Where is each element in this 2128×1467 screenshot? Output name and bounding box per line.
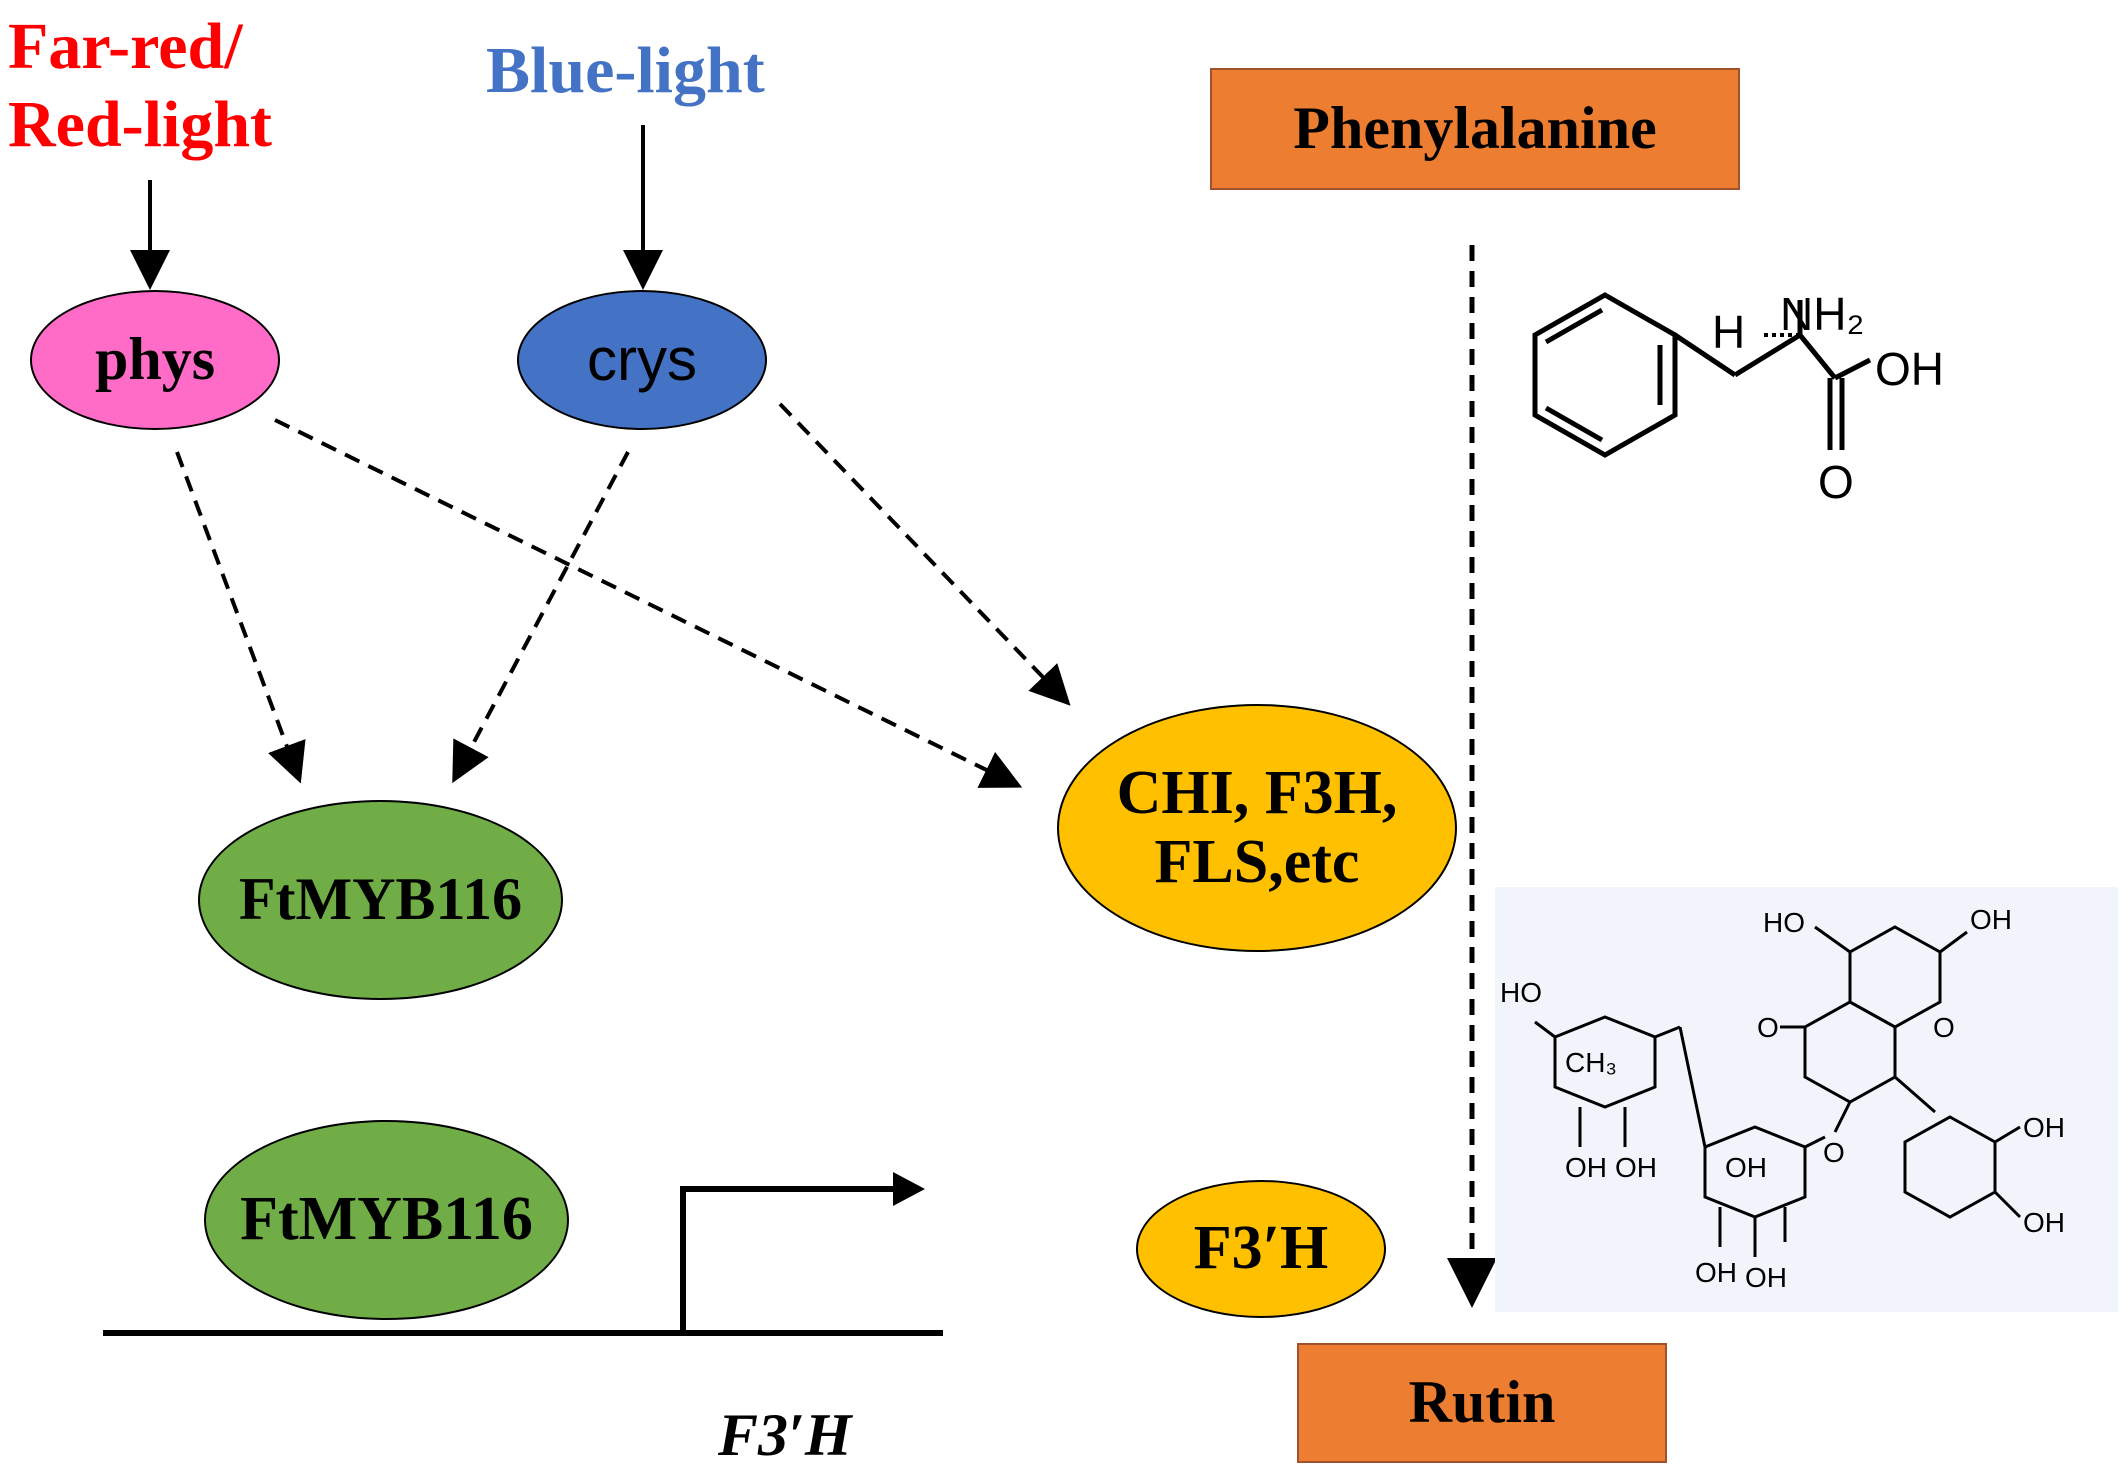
- rutin-box: Rutin: [1297, 1343, 1667, 1463]
- phenylalanine-box: Phenylalanine: [1210, 68, 1740, 190]
- far-red-line2: Red-light: [8, 87, 272, 161]
- f3h-gene-label: F3′H: [718, 1402, 852, 1467]
- crys-to-enzymes-arrow: [778, 402, 1071, 706]
- phe-nh2-text: NH₂: [1780, 288, 1864, 340]
- rutin-label: Rutin: [1408, 1369, 1556, 1436]
- ftmyb116-promoter-node: FtMYB116: [204, 1120, 569, 1320]
- phys-to-enzymes-arrow: [274, 418, 1023, 788]
- phenylalanine-structure: NH₂ H OH O: [1532, 288, 1944, 508]
- phys-label: phys: [94, 326, 216, 393]
- flavonoid-enzymes-node: CHI, F3H, FLS,etc: [1057, 704, 1457, 952]
- rutin-oh-top: OH: [1970, 904, 2012, 935]
- phys-node: phys: [30, 290, 280, 430]
- flavonoid-enzymes-label: CHI, F3H, FLS,etc: [1117, 759, 1398, 898]
- blue-light-label: Blue-light: [486, 34, 765, 107]
- rutin-carbonyl-o: O: [1757, 1012, 1779, 1043]
- rutin-oh-b1: OH: [2023, 1112, 2065, 1143]
- ftmyb116-label: FtMYB116: [238, 866, 523, 933]
- rutin-ho-rha: HO: [1500, 977, 1542, 1008]
- rutin-structure-panel: [1495, 887, 2118, 1312]
- rutin-oh-glc3: OH: [1745, 1262, 1787, 1293]
- rutin-oh-glc1: OH: [1725, 1152, 1767, 1183]
- far-red-line1: Far-red/: [8, 10, 243, 83]
- phys-to-ftmyb116-arrow: [175, 451, 306, 784]
- f3h-enzyme-label: F3′H: [1193, 1214, 1329, 1283]
- rutin-oh-b2: OH: [2023, 1207, 2065, 1238]
- enzymes-line1: CHI, F3H,: [1116, 758, 1398, 827]
- far-red-light-label: Far-red/ Red-light: [8, 8, 272, 164]
- transcription-arrowhead: [893, 1172, 925, 1206]
- crys-node: crys: [517, 290, 767, 430]
- crys-label: crys: [587, 326, 697, 394]
- transcription-start-arrow: [680, 1186, 905, 1333]
- rutin-ring-o: O: [1933, 1012, 1955, 1043]
- rutin-glycoside-o: O: [1823, 1137, 1845, 1168]
- phenylalanine-label: Phenylalanine: [1293, 95, 1657, 162]
- rutin-oh-rha2: OH: [1615, 1152, 1657, 1183]
- rutin-structure: OH HO O O OH OH O HO CH₃ OH OH OH OH OH: [1500, 904, 2065, 1293]
- rutin-ho-left: HO: [1763, 907, 1805, 938]
- phe-oh-text: OH: [1875, 343, 1944, 395]
- rutin-ch3: CH₃: [1565, 1047, 1617, 1078]
- rutin-oh-glc2: OH: [1695, 1257, 1737, 1288]
- phe-h-text: H: [1712, 306, 1745, 358]
- enzymes-line2: FLS,etc: [1154, 828, 1360, 896]
- f3h-enzyme-node: F3′H: [1136, 1180, 1386, 1318]
- rutin-oh-rha1: OH: [1565, 1152, 1607, 1183]
- ftmyb116-promoter-label: FtMYB116: [240, 1185, 533, 1254]
- crys-to-ftmyb116-arrow: [452, 451, 630, 784]
- ftmyb116-node: FtMYB116: [198, 800, 563, 1000]
- phe-o-text: O: [1818, 456, 1854, 508]
